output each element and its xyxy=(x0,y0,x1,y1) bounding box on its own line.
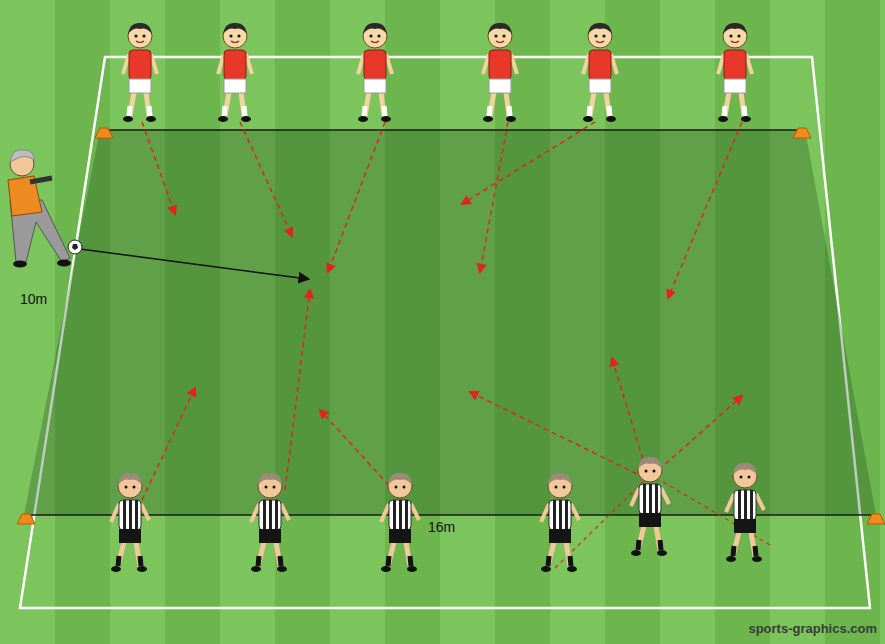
red-player xyxy=(583,23,617,122)
red-player xyxy=(218,23,252,122)
pass-arrow xyxy=(80,249,308,279)
watermark: sports-graphics.com xyxy=(748,622,877,636)
red-player xyxy=(718,23,752,122)
cone xyxy=(867,514,885,524)
start-line xyxy=(100,129,805,131)
cone xyxy=(95,128,113,138)
striped-player xyxy=(381,473,419,572)
striped-player xyxy=(726,463,764,562)
cone xyxy=(793,128,811,138)
striped-player xyxy=(111,473,149,572)
ball xyxy=(68,240,82,254)
coach xyxy=(8,150,71,268)
striped-player xyxy=(631,457,669,556)
shaded-zone xyxy=(24,130,876,515)
run-paths xyxy=(142,122,742,500)
red-player xyxy=(358,23,392,122)
dimension-label: 10m xyxy=(20,292,47,307)
cone xyxy=(17,514,35,524)
dimension-label: 16m xyxy=(428,520,455,535)
red-player xyxy=(483,23,517,122)
striped-player xyxy=(541,473,579,572)
red-player xyxy=(123,23,157,122)
striped-player xyxy=(251,473,289,572)
